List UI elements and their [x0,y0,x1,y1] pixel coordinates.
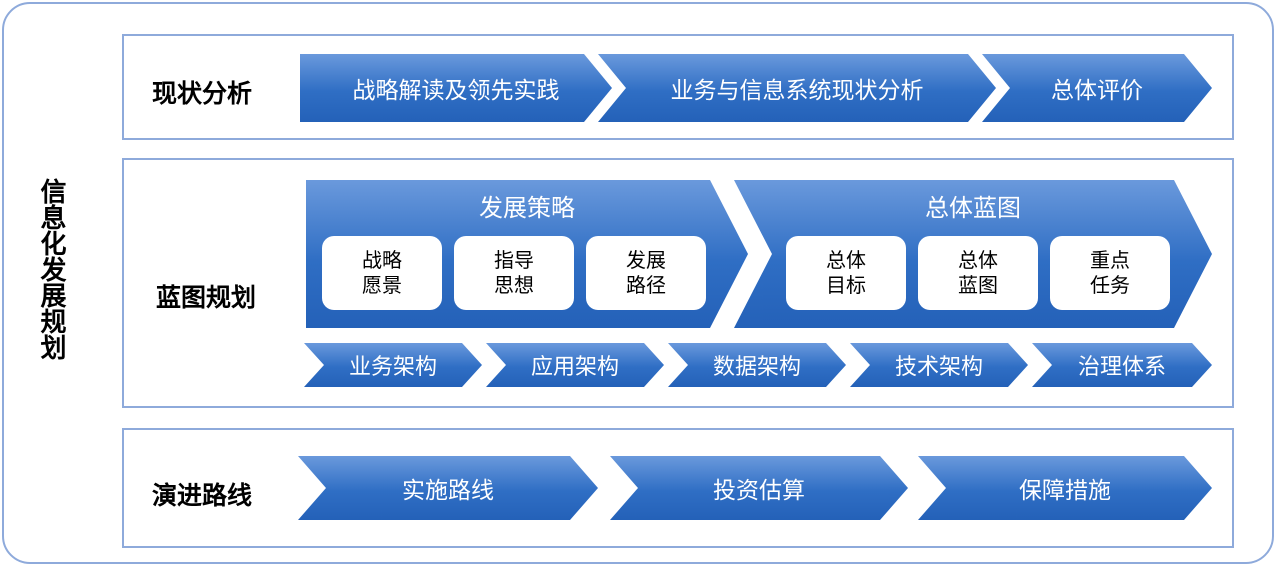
step-safeguard-measures: 保障措施 [918,456,1212,520]
step-overall-evaluation: 总体评价 [982,54,1212,122]
outer-frame [2,2,1274,564]
arch-application: 应用架构 [486,343,664,387]
arch-data: 数据架构 [668,343,846,387]
card-overall-goal: 总体 目标 [786,236,906,310]
step-business-system-analysis: 业务与信息系统现状分析 [598,54,996,122]
card-line: 蓝图 [958,273,998,297]
card-development-path: 发展 路径 [586,236,706,310]
step-label: 战略解读及领先实践 [352,78,560,104]
step-label: 业务与信息系统现状分析 [670,78,924,104]
card-line: 思想 [494,273,534,297]
arch-label: 技术架构 [894,355,983,380]
card-guiding-thought: 指导 思想 [454,236,574,310]
arch-label: 数据架构 [712,355,801,380]
arch-label: 业务架构 [348,355,437,380]
card-line: 重点 [1090,248,1130,272]
arch-business: 业务架构 [304,343,482,387]
main-title: 信息化发展规划 [36,178,66,360]
card-line: 发展 [626,248,666,272]
step-strategy-reading: 战略解读及领先实践 [300,54,612,122]
card-line: 路径 [626,273,666,297]
step-label: 保障措施 [1019,478,1111,504]
card-line: 总体 [826,248,866,272]
card-line: 愿景 [362,273,402,297]
card-line: 目标 [826,273,866,297]
step-label: 总体评价 [1051,78,1143,104]
card-overall-blueprint: 总体 蓝图 [918,236,1038,310]
step-investment-estimate: 投资估算 [610,456,908,520]
strategy-title: 发展策略 [479,194,575,222]
card-line: 战略 [362,248,402,272]
arch-label: 治理体系 [1077,355,1166,380]
section-label-blueprint: 蓝图规划 [156,283,257,312]
arch-governance: 治理体系 [1032,343,1212,387]
step-implementation-route: 实施路线 [298,456,598,520]
overall-blueprint-block: 总体蓝图 总体 目标 总体 蓝图 重点 任务 [734,180,1212,328]
card-line: 任务 [1090,273,1130,297]
overall-blueprint-title: 总体蓝图 [925,194,1021,222]
step-label: 实施路线 [402,478,494,504]
arch-technology: 技术架构 [850,343,1028,387]
card-key-tasks: 重点 任务 [1050,236,1170,310]
step-label: 投资估算 [713,478,805,504]
card-line: 指导 [494,248,534,272]
card-line: 总体 [958,248,998,272]
strategy-block: 发展策略 战略 愿景 指导 思想 发展 路径 [306,180,748,328]
arch-label: 应用架构 [530,355,619,380]
section-label-current: 现状分析 [152,79,253,108]
section-label-roadmap: 演进路线 [152,481,253,510]
card-strategy-vision: 战略 愿景 [322,236,442,310]
